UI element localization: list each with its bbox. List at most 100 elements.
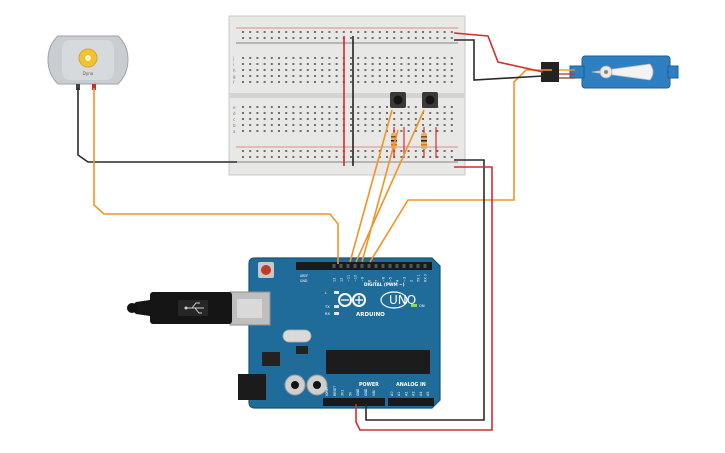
breadboard-hole[interactable] [249, 130, 252, 132]
breadboard-hole[interactable] [314, 106, 316, 108]
breadboard-hole[interactable] [263, 106, 266, 108]
breadboard-hole[interactable] [328, 118, 331, 120]
wire-rail-5v[interactable] [355, 166, 493, 431]
breadboard-hole[interactable] [299, 130, 302, 132]
breadboard-hole[interactable] [321, 69, 324, 71]
breadboard-hole[interactable] [299, 156, 302, 158]
breadboard-hole[interactable] [263, 156, 266, 158]
breadboard-hole[interactable] [422, 118, 424, 120]
wires[interactable] [77, 32, 575, 431]
breadboard-hole[interactable] [436, 69, 439, 71]
breadboard-hole[interactable] [321, 63, 324, 65]
usb-cable[interactable] [127, 292, 232, 324]
resistor-2[interactable] [421, 127, 427, 158]
breadboard-hole[interactable] [407, 156, 410, 158]
breadboard-hole[interactable] [299, 150, 302, 152]
breadboard-hole[interactable] [249, 118, 252, 120]
pushbutton-2[interactable] [422, 92, 438, 108]
breadboard-hole[interactable] [414, 130, 417, 132]
breadboard-hole[interactable] [242, 130, 244, 132]
breadboard-hole[interactable] [285, 31, 288, 33]
breadboard-hole[interactable] [378, 57, 381, 59]
breadboard-hole[interactable] [393, 31, 396, 33]
breadboard-hole[interactable] [450, 75, 453, 77]
breadboard-hole[interactable] [249, 156, 252, 158]
breadboard-hole[interactable] [335, 118, 338, 120]
breadboard-hole[interactable] [249, 69, 252, 71]
breadboard-hole[interactable] [270, 37, 273, 39]
digital-pin[interactable] [346, 264, 350, 268]
breadboard-hole[interactable] [422, 31, 424, 33]
breadboard-hole[interactable] [357, 57, 360, 59]
breadboard-hole[interactable] [414, 63, 417, 65]
breadboard-hole[interactable] [450, 81, 453, 83]
breadboard-hole[interactable] [414, 31, 417, 33]
breadboard-hole[interactable] [314, 130, 316, 132]
breadboard-hole[interactable] [364, 63, 367, 65]
breadboard-hole[interactable] [350, 118, 352, 120]
breadboard-hole[interactable] [400, 124, 403, 126]
breadboard-hole[interactable] [393, 69, 396, 71]
digital-pin[interactable] [423, 264, 427, 268]
breadboard-hole[interactable] [371, 112, 374, 114]
breadboard-hole[interactable] [314, 75, 316, 77]
breadboard-hole[interactable] [299, 69, 302, 71]
breadboard-hole[interactable] [299, 118, 302, 120]
breadboard-hole[interactable] [278, 106, 280, 108]
breadboard-hole[interactable] [364, 31, 367, 33]
breadboard-hole[interactable] [443, 124, 446, 126]
breadboard-hole[interactable] [263, 112, 266, 114]
breadboard-hole[interactable] [436, 156, 439, 158]
breadboard-hole[interactable] [393, 112, 396, 114]
breadboard-hole[interactable] [429, 81, 432, 83]
breadboard-hole[interactable] [321, 118, 324, 120]
breadboard-hole[interactable] [328, 150, 331, 152]
breadboard-hole[interactable] [314, 124, 316, 126]
breadboard-hole[interactable] [371, 124, 374, 126]
breadboard-hole[interactable] [443, 63, 446, 65]
breadboard-hole[interactable] [321, 81, 324, 83]
breadboard-hole[interactable] [378, 124, 381, 126]
breadboard-hole[interactable] [321, 124, 324, 126]
breadboard-hole[interactable] [443, 69, 446, 71]
breadboard-hole[interactable] [321, 75, 324, 77]
breadboard-hole[interactable] [422, 69, 424, 71]
breadboard-hole[interactable] [436, 150, 439, 152]
breadboard-hole[interactable] [242, 63, 244, 65]
breadboard-hole[interactable] [450, 124, 453, 126]
breadboard-hole[interactable] [364, 106, 367, 108]
breadboard-hole[interactable] [299, 31, 302, 33]
breadboard-hole[interactable] [378, 63, 381, 65]
breadboard-hole[interactable] [429, 31, 432, 33]
breadboard-hole[interactable] [256, 118, 259, 120]
breadboard-hole[interactable] [429, 57, 432, 59]
breadboard-hole[interactable] [450, 63, 453, 65]
breadboard-hole[interactable] [386, 81, 388, 83]
breadboard-hole[interactable] [306, 63, 309, 65]
breadboard-hole[interactable] [285, 106, 288, 108]
breadboard-hole[interactable] [407, 112, 410, 114]
breadboard-hole[interactable] [371, 57, 374, 59]
breadboard-hole[interactable] [350, 81, 352, 83]
breadboard-hole[interactable] [386, 37, 388, 39]
breadboard-hole[interactable] [400, 118, 403, 120]
digital-pin[interactable] [402, 264, 406, 268]
breadboard-hole[interactable] [256, 37, 259, 39]
breadboard-hole[interactable] [306, 118, 309, 120]
breadboard-hole[interactable] [256, 112, 259, 114]
breadboard-hole[interactable] [285, 156, 288, 158]
breadboard-hole[interactable] [314, 112, 316, 114]
breadboard-hole[interactable] [335, 75, 338, 77]
breadboard-hole[interactable] [364, 150, 367, 152]
breadboard-hole[interactable] [422, 150, 424, 152]
breadboard-hole[interactable] [270, 31, 273, 33]
breadboard-hole[interactable] [306, 57, 309, 59]
breadboard-hole[interactable] [429, 63, 432, 65]
breadboard-hole[interactable] [292, 57, 295, 59]
breadboard-hole[interactable] [443, 156, 446, 158]
breadboard-hole[interactable] [328, 57, 331, 59]
breadboard-hole[interactable] [292, 81, 295, 83]
breadboard-hole[interactable] [278, 118, 280, 120]
breadboard-hole[interactable] [256, 124, 259, 126]
breadboard-hole[interactable] [292, 112, 295, 114]
